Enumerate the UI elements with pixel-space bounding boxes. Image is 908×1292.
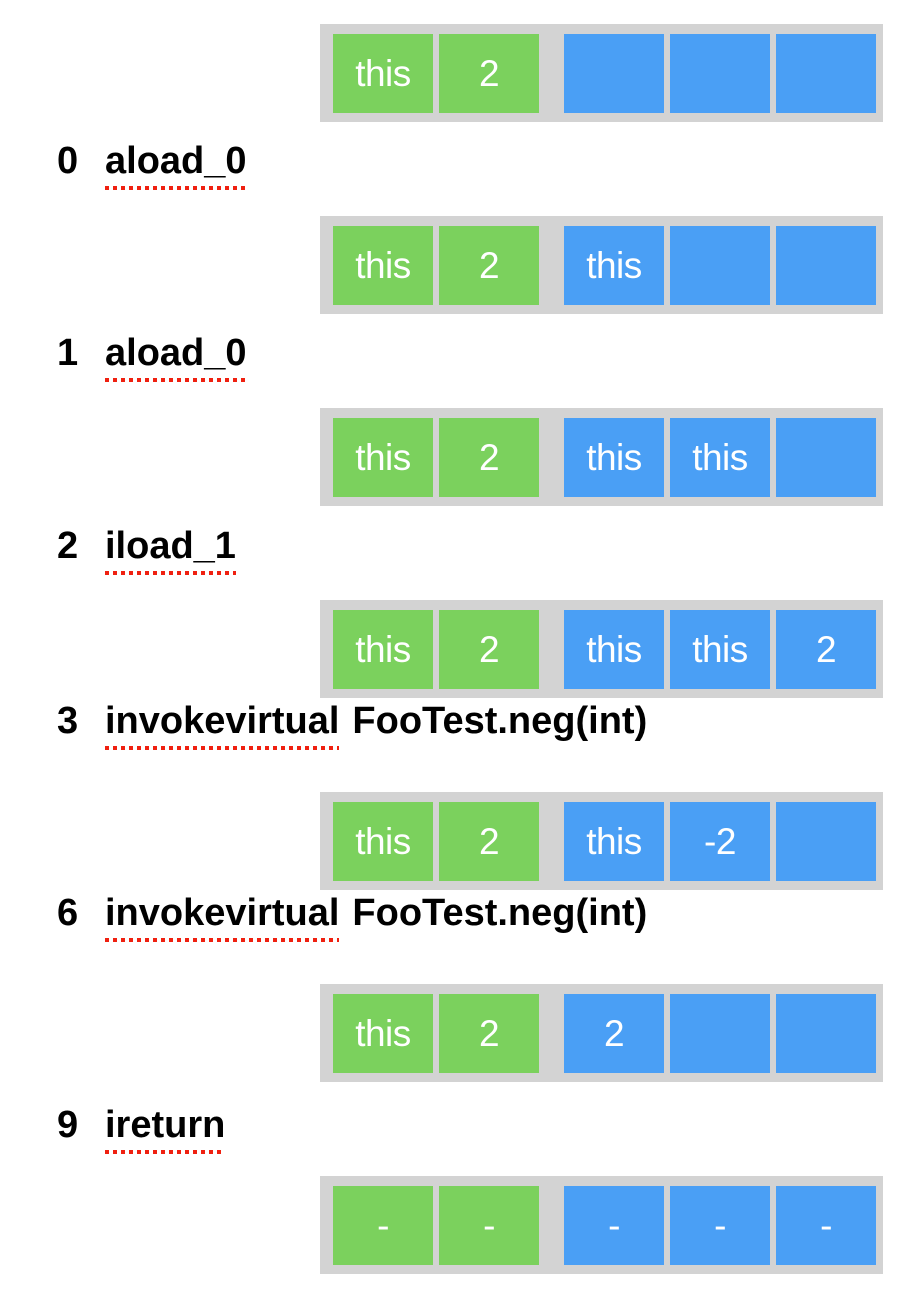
local-slot-1: 2 — [439, 417, 539, 497]
stack-slot-2 — [776, 417, 876, 497]
instruction-line: 2 iload_1 — [57, 525, 236, 577]
local-slot-0: - — [333, 1185, 433, 1265]
stack-slot-0: this — [564, 225, 664, 305]
stack-slot-0: this — [564, 417, 664, 497]
instruction-offset: 1 — [57, 332, 79, 374]
local-slot-0: this — [333, 417, 433, 497]
local-slot-1: 2 — [439, 993, 539, 1073]
local-slot-0: this — [333, 225, 433, 305]
stack-slot-0: 2 — [564, 993, 664, 1073]
instruction-mnemonic: aload_0 — [105, 332, 247, 382]
local-slot-0: this — [333, 33, 433, 113]
local-slot-1: 2 — [439, 225, 539, 305]
stack-slot-0: this — [564, 609, 664, 689]
instruction-line: 9 ireturn — [57, 1104, 226, 1156]
instruction-mnemonic: invokevirtual — [105, 892, 340, 942]
local-slot-1: - — [439, 1185, 539, 1265]
stack-slot-2 — [776, 993, 876, 1073]
instruction-line: 1 aload_0 — [57, 332, 247, 384]
instruction-operand: FooTest.neg(int) — [352, 700, 648, 742]
frame-row: ----- — [320, 1176, 883, 1274]
local-slot-1: 2 — [439, 609, 539, 689]
stack-slot-1: this — [670, 417, 770, 497]
local-slot-0: this — [333, 993, 433, 1073]
stack-slot-1: this — [670, 609, 770, 689]
local-slot-1: 2 — [439, 801, 539, 881]
instruction-line: 0 aload_0 — [57, 140, 247, 192]
instruction-offset: 6 — [57, 892, 79, 934]
stack-slot-2 — [776, 225, 876, 305]
instruction-offset: 9 — [57, 1104, 79, 1146]
stack-slot-2 — [776, 801, 876, 881]
stack-slot-0 — [564, 33, 664, 113]
stack-slot-1: - — [670, 1185, 770, 1265]
instruction-line: 6 invokevirtual FooTest.neg(int) — [57, 892, 647, 944]
stack-slot-1 — [670, 33, 770, 113]
stack-slot-0: - — [564, 1185, 664, 1265]
stack-slot-1 — [670, 225, 770, 305]
local-slot-1: 2 — [439, 33, 539, 113]
operand-stack-group: 2 — [564, 993, 876, 1073]
local-slot-0: this — [333, 609, 433, 689]
instruction-offset: 2 — [57, 525, 79, 567]
stack-slot-2 — [776, 33, 876, 113]
instruction-mnemonic: invokevirtual — [105, 700, 340, 750]
instruction-mnemonic: aload_0 — [105, 140, 247, 190]
operand-stack-group: --- — [564, 1185, 876, 1265]
operand-stack-group: this-2 — [564, 801, 876, 881]
stack-slot-1 — [670, 993, 770, 1073]
instruction-line: 3 invokevirtual FooTest.neg(int) — [57, 700, 647, 752]
stack-slot-0: this — [564, 801, 664, 881]
instruction-mnemonic: ireturn — [105, 1104, 226, 1154]
operand-stack-group — [564, 33, 876, 113]
local-slot-0: this — [333, 801, 433, 881]
stack-slot-1: -2 — [670, 801, 770, 881]
instruction-offset: 0 — [57, 140, 79, 182]
operand-stack-group: this — [564, 225, 876, 305]
instruction-operand: FooTest.neg(int) — [352, 892, 648, 934]
instruction-offset: 3 — [57, 700, 79, 742]
locals-group: -- — [333, 1185, 539, 1265]
instruction-mnemonic: iload_1 — [105, 525, 236, 575]
stack-slot-2: - — [776, 1185, 876, 1265]
stack-slot-2: 2 — [776, 609, 876, 689]
